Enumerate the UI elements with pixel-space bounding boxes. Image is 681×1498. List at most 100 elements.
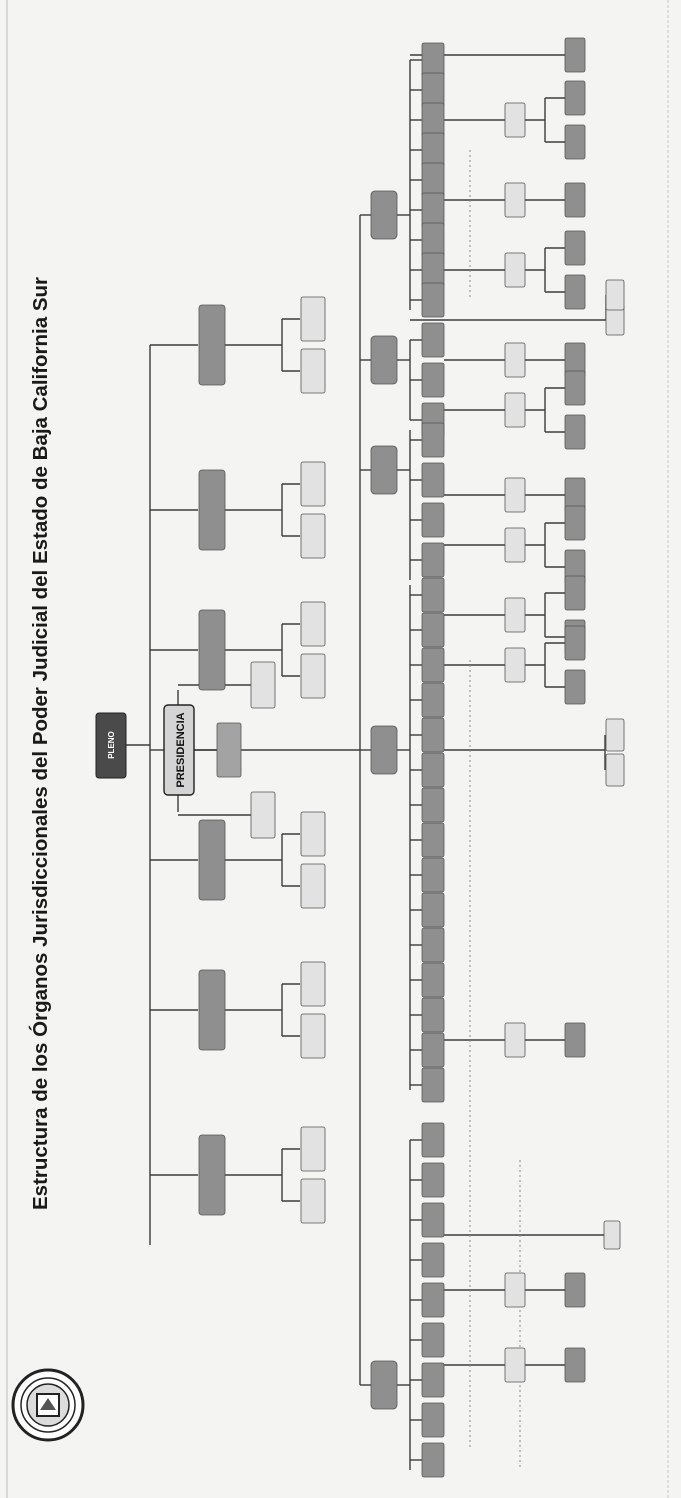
node-unidad xyxy=(504,1347,526,1383)
node-unidad xyxy=(504,527,526,563)
node-auxiliar xyxy=(603,1220,621,1250)
node-unidad xyxy=(504,252,526,288)
node-unidad xyxy=(504,182,526,218)
node-presidencia: PRESIDENCIA xyxy=(163,704,195,796)
node-unidad xyxy=(504,342,526,378)
node-unidad-sub xyxy=(564,37,586,73)
node-unidad-sub xyxy=(564,414,586,450)
node-pleno-label: PLENO xyxy=(107,731,116,759)
node-juzgado xyxy=(421,132,445,168)
node-presidencia-aux xyxy=(216,722,242,778)
node-secretaria xyxy=(300,811,326,857)
node-unidad-sub xyxy=(564,370,586,406)
connector-lines xyxy=(111,54,607,1470)
node-unidad-sub xyxy=(564,1347,586,1383)
node-juzgado xyxy=(421,1202,445,1238)
node-unidad-sub xyxy=(564,80,586,116)
node-lower-1 xyxy=(198,819,226,901)
node-lower-3 xyxy=(198,1134,226,1216)
node-juzgado xyxy=(421,997,445,1033)
node-juzgado xyxy=(421,102,445,138)
node-unidad-sub xyxy=(564,182,586,218)
node-juzgado xyxy=(421,282,445,318)
node-unidad-sub xyxy=(564,1272,586,1308)
node-partido-judicial xyxy=(370,190,398,240)
node-upper-3 xyxy=(198,609,226,691)
node-unidad xyxy=(504,1022,526,1058)
node-juzgado xyxy=(421,322,445,358)
node-juzgado xyxy=(421,42,445,78)
node-unidad-sub xyxy=(564,505,586,541)
node-juzgado xyxy=(421,1122,445,1158)
node-juzgado xyxy=(421,1322,445,1358)
node-pleno: PLENO xyxy=(95,712,127,779)
node-secretaria xyxy=(300,1178,326,1224)
node-juzgado xyxy=(421,927,445,963)
node-juzgado xyxy=(421,892,445,928)
node-secretaria xyxy=(300,961,326,1007)
document-title: Estructura de los Órganos Jurisdiccional… xyxy=(28,277,52,1210)
node-unidad-sub xyxy=(564,1022,586,1058)
node-partido-judicial xyxy=(370,725,398,775)
node-juzgado xyxy=(421,647,445,683)
node-juzgado xyxy=(421,717,445,753)
node-juzgado xyxy=(421,1032,445,1068)
node-juzgado xyxy=(421,422,445,458)
node-juzgado xyxy=(421,462,445,498)
node-partido-judicial xyxy=(370,1360,398,1410)
node-juzgado xyxy=(421,1362,445,1398)
node-unidad xyxy=(504,597,526,633)
node-juzgado xyxy=(421,362,445,398)
node-juzgado xyxy=(421,162,445,198)
node-juzgado xyxy=(421,857,445,893)
node-juzgado xyxy=(421,1282,445,1318)
node-unidad xyxy=(504,102,526,138)
node-lower-2 xyxy=(198,969,226,1051)
node-unidad xyxy=(504,392,526,428)
node-juzgado xyxy=(421,682,445,718)
node-unidad-sub xyxy=(564,625,586,661)
node-partido-judicial xyxy=(370,335,398,385)
node-secretaria xyxy=(300,601,326,647)
node-presidencia-label: PRESIDENCIA xyxy=(175,712,187,787)
node-auxiliar xyxy=(605,279,625,311)
node-juzgado xyxy=(421,192,445,228)
node-juzgado xyxy=(421,577,445,613)
node-juzgado xyxy=(421,822,445,858)
node-juzgado xyxy=(421,612,445,648)
node-secretaria xyxy=(300,1126,326,1172)
node-boxes xyxy=(198,37,625,1478)
node-juzgado xyxy=(421,787,445,823)
node-presidencia-aux xyxy=(250,661,276,709)
node-juzgado xyxy=(421,542,445,578)
node-secretaria xyxy=(300,348,326,394)
node-juzgado xyxy=(421,1442,445,1478)
node-juzgado xyxy=(421,252,445,288)
node-partido-judicial xyxy=(370,445,398,495)
node-upper-2 xyxy=(198,469,226,551)
node-juzgado xyxy=(421,222,445,258)
node-juzgado xyxy=(421,962,445,998)
seal-icon xyxy=(11,1368,85,1442)
node-juzgado xyxy=(421,1402,445,1438)
node-unidad-sub xyxy=(564,669,586,705)
node-unidad xyxy=(504,477,526,513)
node-presidencia-aux xyxy=(250,791,276,839)
node-secretaria xyxy=(300,653,326,699)
node-auxiliar xyxy=(605,718,625,752)
node-secretaria xyxy=(300,461,326,507)
node-unidad-sub xyxy=(564,274,586,310)
node-juzgado xyxy=(421,1067,445,1103)
node-secretaria xyxy=(300,296,326,342)
node-juzgado xyxy=(421,1242,445,1278)
node-juzgado xyxy=(421,502,445,538)
node-juzgado xyxy=(421,72,445,108)
node-juzgado xyxy=(421,752,445,788)
node-secretaria xyxy=(300,863,326,909)
node-secretaria xyxy=(300,513,326,559)
node-unidad-sub xyxy=(564,230,586,266)
node-unidad-sub xyxy=(564,124,586,160)
node-unidad xyxy=(504,647,526,683)
